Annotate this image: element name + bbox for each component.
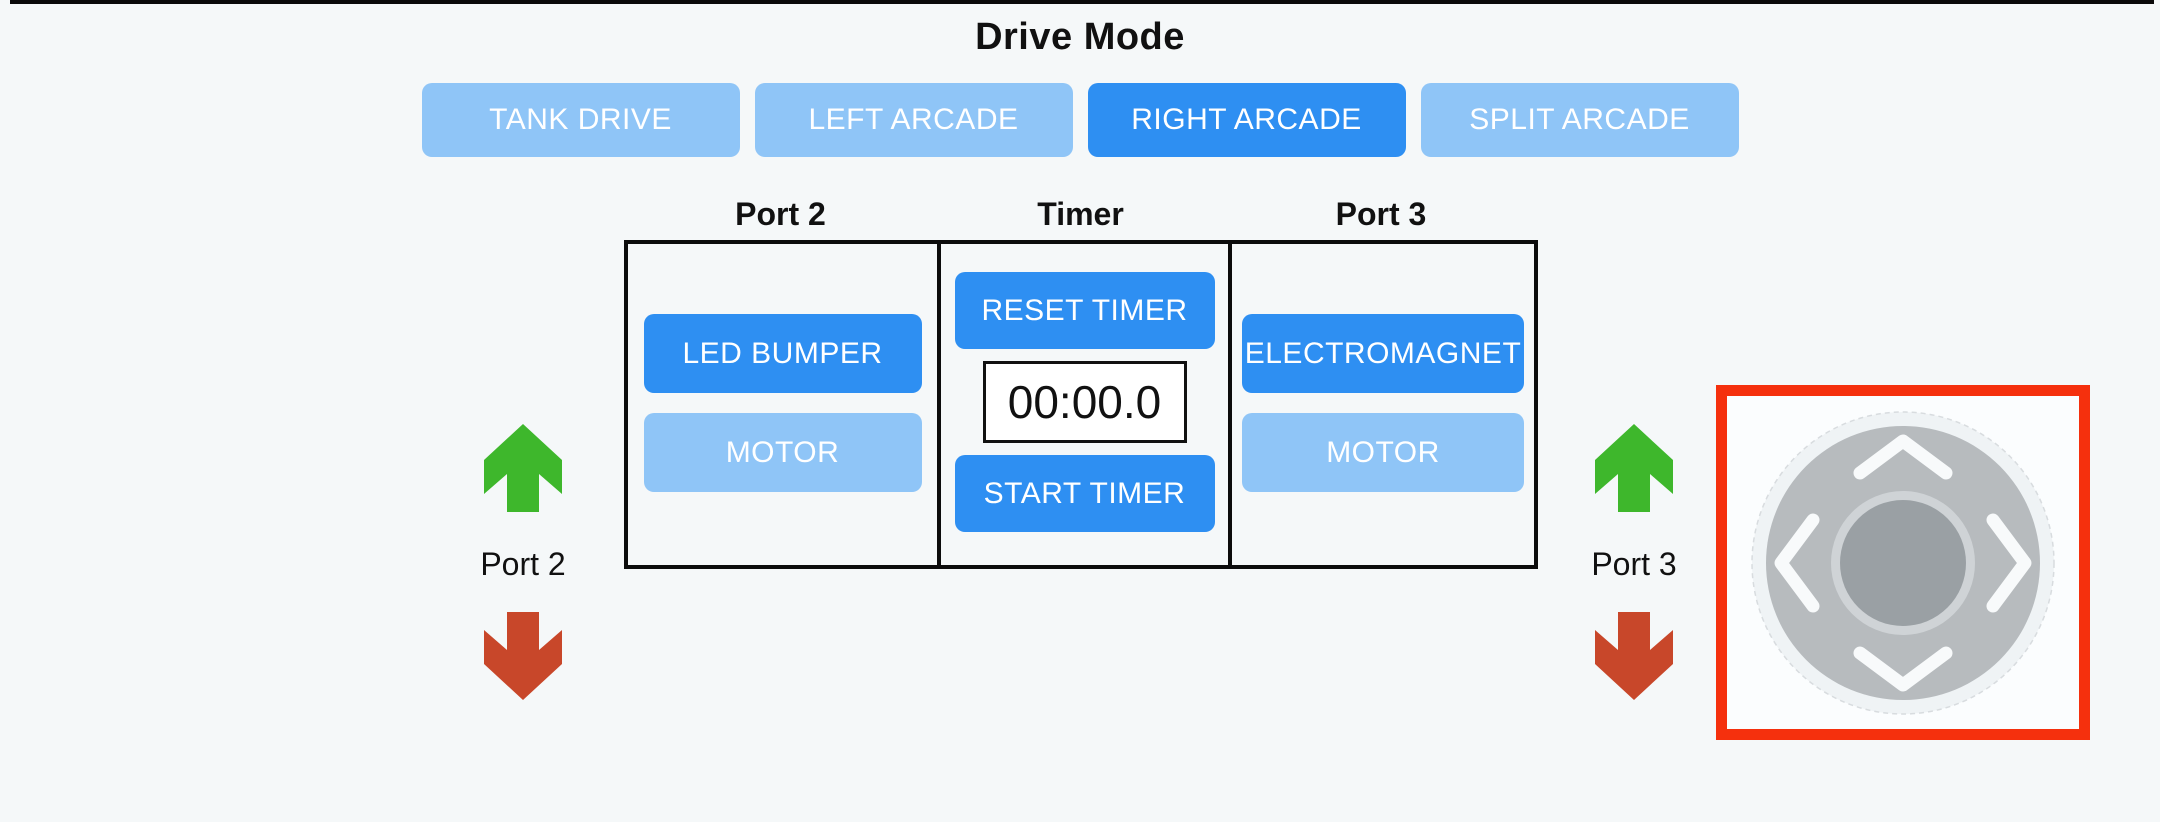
left-arcade-button[interactable]: LEFT ARCADE (754, 83, 1073, 157)
control-board: LED BUMPER MOTOR RESET TIMER 00:00.0 STA… (624, 240, 1538, 569)
port2-up-arrow-icon[interactable] (484, 424, 562, 512)
port3-up-arrow-icon[interactable] (1595, 424, 1673, 512)
chevron-left-icon (1774, 513, 1820, 612)
drive-mode-selector: TANK DRIVE LEFT ARCADE RIGHT ARCADE SPLI… (0, 83, 2160, 157)
reset-timer-button[interactable]: RESET TIMER (954, 272, 1215, 349)
port3-column-header: Port 3 (1335, 196, 1427, 232)
port3-down-arrow-icon[interactable] (1595, 612, 1673, 700)
port2-column-header: Port 2 (735, 196, 826, 232)
joystick-knob (1840, 499, 1966, 626)
chevron-right-icon (1986, 513, 2032, 612)
port3-motor-button[interactable]: MOTOR (1242, 413, 1524, 492)
port2-indicator-stack: Port 2 (423, 424, 623, 700)
port2-indicator-label: Port 2 (480, 546, 566, 582)
chevron-down-icon (1853, 646, 1953, 691)
timer-column-header: Timer (1037, 196, 1124, 232)
start-timer-button[interactable]: START TIMER (954, 455, 1215, 532)
right-arcade-button[interactable]: RIGHT ARCADE (1087, 83, 1406, 157)
tank-drive-button[interactable]: TANK DRIVE (421, 83, 740, 157)
led-bumper-button[interactable]: LED BUMPER (643, 314, 922, 393)
port2-motor-button[interactable]: MOTOR (643, 413, 922, 492)
split-arcade-button[interactable]: SPLIT ARCADE (1420, 83, 1739, 157)
port2-cell: LED BUMPER MOTOR (628, 244, 937, 565)
right-joystick[interactable] (1744, 404, 2062, 722)
page-title: Drive Mode (975, 16, 1185, 58)
chevron-up-icon (1853, 434, 1953, 479)
port3-indicator-label: Port 3 (1591, 546, 1677, 582)
top-divider (10, 0, 2154, 4)
port2-down-arrow-icon[interactable] (484, 612, 562, 700)
joystick-highlight-frame (1716, 385, 2090, 740)
timer-cell: RESET TIMER 00:00.0 START TIMER (937, 244, 1228, 565)
port3-cell: ELECTROMAGNET MOTOR (1228, 244, 1534, 565)
electromagnet-button[interactable]: ELECTROMAGNET (1242, 314, 1524, 393)
port3-indicator-stack: Port 3 (1534, 424, 1734, 700)
timer-display: 00:00.0 (982, 361, 1187, 443)
